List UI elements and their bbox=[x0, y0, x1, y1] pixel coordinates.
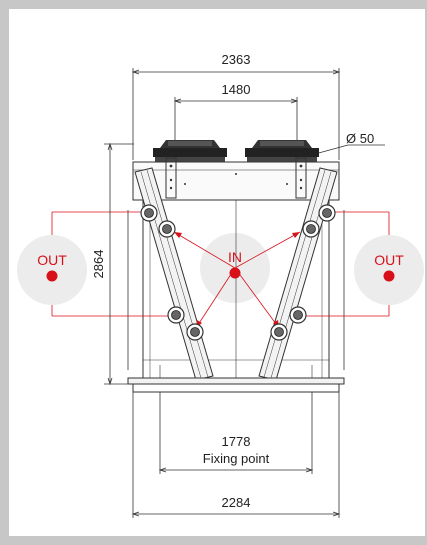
flange-outlet-right-upper bbox=[318, 204, 336, 222]
dimension-base-width bbox=[131, 392, 341, 518]
flange-outlet-right-lower bbox=[289, 306, 307, 324]
fan-right bbox=[245, 140, 319, 162]
flow-lines bbox=[51, 211, 390, 329]
flange-outlet-left-lower bbox=[167, 306, 185, 324]
fan-left bbox=[153, 140, 227, 162]
outlet-right-zone bbox=[354, 235, 424, 305]
dim-fixing-point-value: 1778 bbox=[222, 434, 251, 449]
outlet-left-dot bbox=[46, 270, 58, 282]
outlet-left-label: OUT bbox=[37, 252, 67, 268]
frame-side-rails bbox=[127, 210, 345, 370]
outlet-right-label: OUT bbox=[374, 252, 404, 268]
dim-fixing-point-label: Fixing point bbox=[203, 451, 270, 466]
dim-fan-spacing-label: 1480 bbox=[222, 82, 251, 97]
inlet-label: IN bbox=[228, 249, 242, 265]
dimension-height bbox=[104, 142, 134, 386]
flange-inlet-right-lower bbox=[270, 323, 288, 341]
dim-height-label: 2864 bbox=[91, 250, 106, 279]
dim-pipe-diameter-label: Ø 50 bbox=[346, 131, 374, 146]
dimension-top-width bbox=[131, 68, 341, 160]
inlet-dot bbox=[229, 267, 241, 279]
dim-base-width-label: 2284 bbox=[222, 495, 251, 510]
outlet-left-zone bbox=[17, 235, 87, 305]
frame-bolts bbox=[169, 164, 303, 190]
outlet-right-dot bbox=[383, 270, 395, 282]
dimension-fixing-point bbox=[158, 392, 314, 474]
flange-inlet-left-upper bbox=[158, 220, 176, 238]
dim-top-width-label: 2363 bbox=[222, 52, 251, 67]
flange-inlet-right-upper bbox=[302, 220, 320, 238]
cooler-base bbox=[127, 365, 345, 393]
cooler-frame bbox=[132, 157, 340, 378]
flange-outlet-left-upper bbox=[140, 204, 158, 222]
flange-inlet-left-lower bbox=[186, 323, 204, 341]
dimension-fan-spacing bbox=[173, 97, 299, 140]
